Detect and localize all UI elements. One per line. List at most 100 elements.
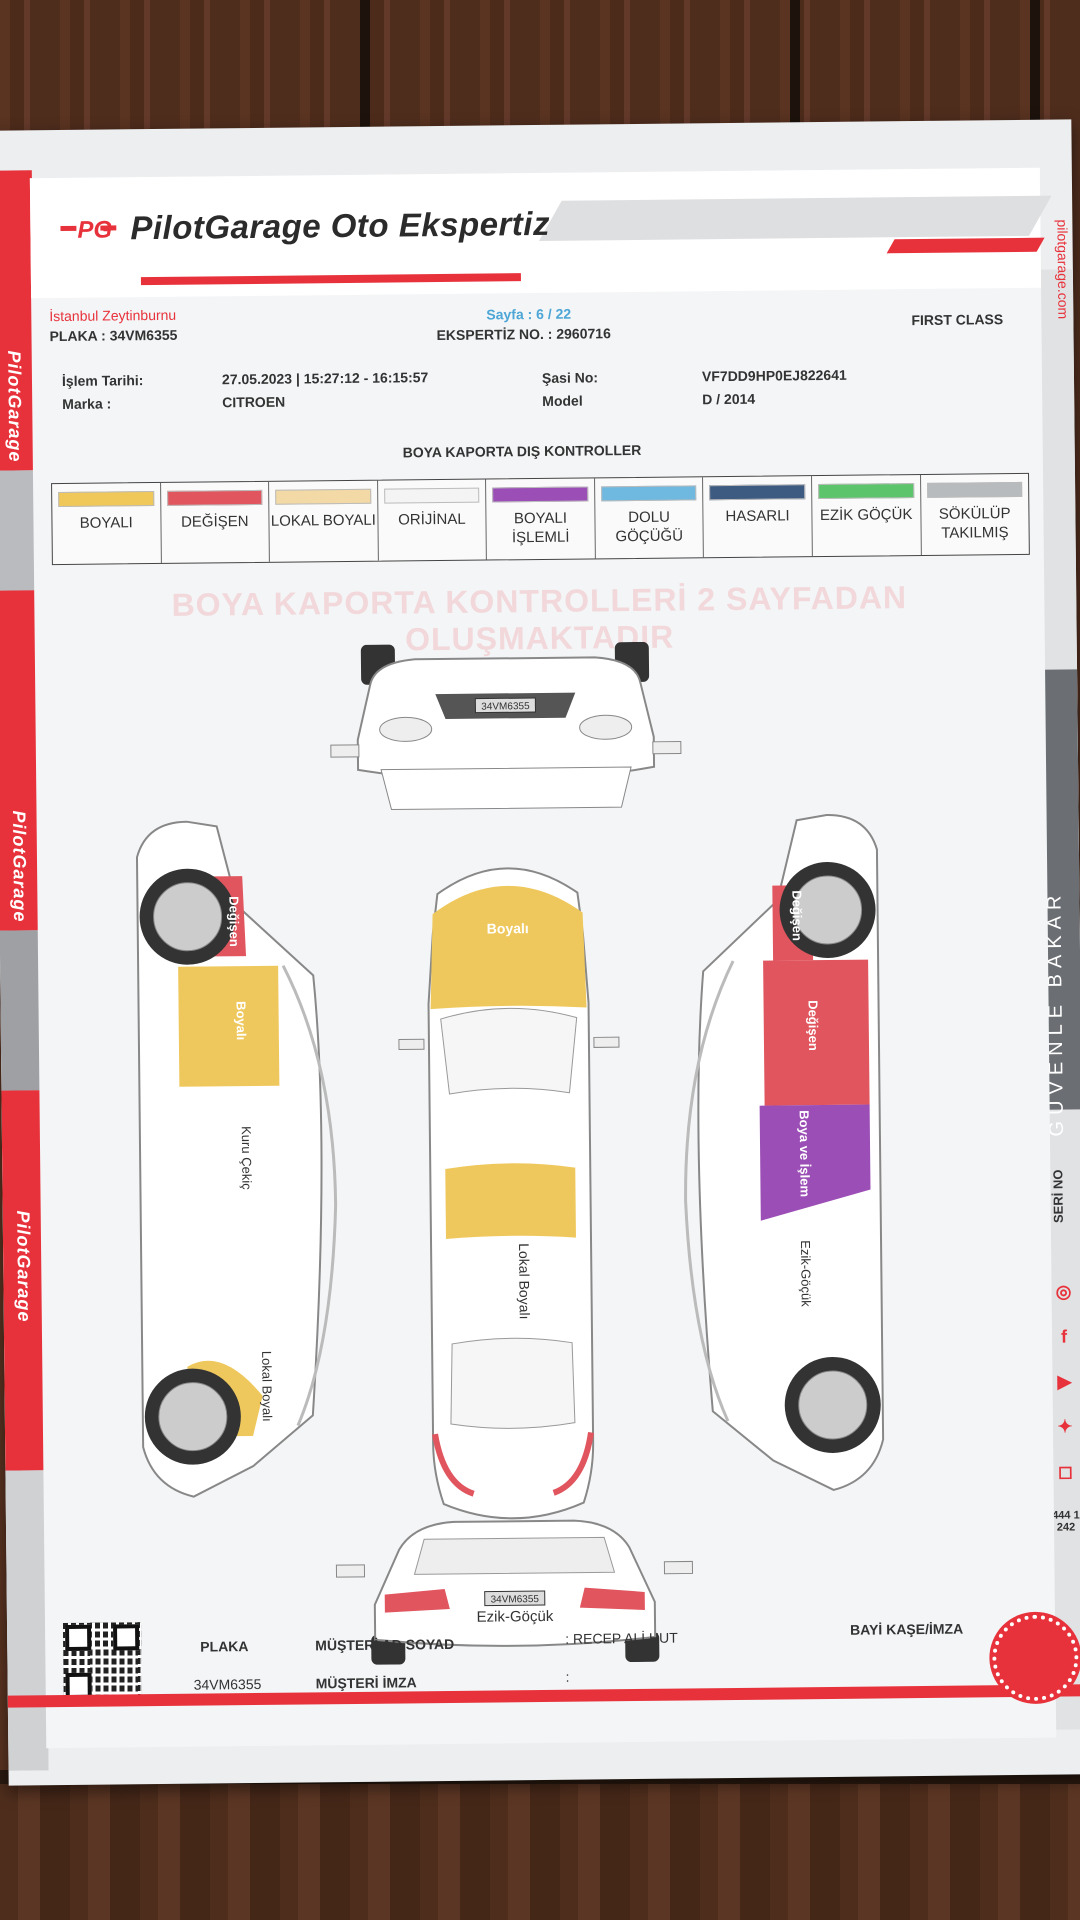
plank-gap (1030, 0, 1040, 150)
package-name: FIRST CLASS (911, 311, 1004, 329)
back-label: Ezik-Göçük (477, 1608, 554, 1626)
svg-text:PG: PG (77, 216, 112, 243)
seri-no-label: SERİ NO (1050, 1169, 1066, 1224)
sasi-label: Şasi No: (541, 369, 599, 386)
legend-label: ORİJİNAL (398, 510, 466, 529)
footer-plaka-label: PLAKA (200, 1638, 249, 1655)
legend-swatch (58, 491, 154, 508)
legend-item: ORİJİNAL (377, 479, 488, 561)
legend-item: DOLU GÖÇÜĞÜ (594, 477, 705, 559)
car-top-view: Boyalı Lokal Boyalı (398, 867, 620, 1520)
legend-swatch (818, 483, 914, 500)
brand-title: PilotGarage Oto Ekspertiz (130, 204, 551, 247)
report-header: PG PilotGarage Oto Ekspertiz (29, 167, 1052, 299)
left-front-label: Değişen (226, 896, 242, 947)
legend-label: DEĞİŞEN (180, 513, 249, 531)
left-rear-label: Kuru Çekiç (239, 1126, 255, 1190)
marka-value: CITROEN (222, 393, 286, 411)
facebook-icon: f (1060, 1326, 1068, 1347)
footer-bayi-label: BAYİ KAŞE/İMZA (850, 1620, 964, 1638)
left-door-boyali (178, 965, 280, 1087)
car-back-view: 34VM6355 Ezik-Göçük (335, 1519, 694, 1665)
legend-swatch (166, 489, 263, 506)
whatsapp-icon: ◎ (1055, 1281, 1072, 1302)
front-plate-text: 34VM6355 (481, 701, 530, 713)
vertical-brand-text: PilotGarage (8, 810, 31, 923)
vertical-brand-text: PilotGarage (4, 350, 26, 463)
islem-value: 27.05.2023 | 15:27:12 - 16:15:57 (221, 369, 429, 388)
model-label: Model (542, 392, 583, 409)
car-damage-diagram: 34VM6355 Boyalı Lokal Boyalı (135, 641, 885, 1665)
qr-code (62, 1622, 142, 1702)
right-rear-islemli (759, 1104, 871, 1221)
left-door-label: Boyalı (233, 1001, 248, 1040)
legend-swatch (275, 488, 371, 505)
model-value: D / 2014 (702, 390, 756, 408)
back-plate-text: 34VM6355 (491, 1594, 540, 1606)
pilotgarage-logo-icon: PG (60, 216, 117, 244)
legend-swatch (926, 481, 1023, 498)
islem-label: İşlem Tarihi: (61, 372, 144, 389)
header-red-accent (886, 237, 1045, 254)
legend-item: BOYALI (52, 482, 162, 565)
website-text: pilotgarage.com (1054, 219, 1072, 320)
legend-label: EZİK GÖÇÜK (819, 506, 913, 525)
right-door-label: Değişen (806, 1000, 822, 1051)
legend-item: HASARLI (703, 476, 813, 558)
instagram-icon: ◻ (1057, 1461, 1074, 1482)
legend-item: SÖKÜLÜP TAKILMIŞ (921, 474, 1029, 555)
report-paper: PilotGarage PilotGarage PilotGarage GÜVE… (0, 119, 1080, 1786)
footer-musteri-ad-label: MÜŞTERİ AD SOYAD (315, 1635, 455, 1654)
vertical-brand-text: PilotGarage (13, 1210, 35, 1323)
legend-swatch (600, 485, 697, 502)
marka-label: Marka : (62, 395, 112, 412)
twitter-icon: ✦ (1057, 1416, 1073, 1437)
right-front-label: Değişen (789, 890, 805, 941)
brand-logo: PG PilotGarage Oto Ekspertiz (60, 205, 550, 248)
car-left-side-view: Değişen Boyalı Kuru Çekiç Lokal Boyalı (135, 820, 338, 1498)
wood-table-bottom (0, 1770, 1080, 1920)
header-red-line (140, 273, 521, 286)
legend-swatch (709, 484, 806, 501)
plank-gap (360, 0, 370, 150)
section-title: BOYA KAPORTA DIŞ KONTROLLER (402, 441, 642, 461)
legend-swatch (383, 487, 480, 504)
sasi-value: VF7DD9HP0EJ822641 (701, 366, 847, 385)
legend-swatch (492, 486, 589, 503)
footer-musteri-imza-value: : (565, 1668, 570, 1685)
legend-item: DEĞİŞEN (160, 481, 271, 563)
youtube-icon: ▶ (1057, 1371, 1072, 1392)
header-decor (539, 195, 1052, 241)
legend-item: BOYALI İŞLEMLİ (486, 478, 596, 560)
legend-label: HASARLI (725, 507, 790, 526)
left-rear2-label: Lokal Boyalı (259, 1351, 275, 1422)
ekspertiz-no: EKSPERTİZ NO. : 2960716 (436, 325, 611, 344)
footer-musteri-ad-value: : RECEP ALİ HUT (565, 1629, 678, 1647)
footer-musteri-imza-label: MÜŞTERİ İMZA (315, 1674, 417, 1692)
hood-label: Boyalı (487, 920, 529, 936)
color-legend: BOYALI DEĞİŞEN LOKAL BOYALI ORİJİNAL BOYALI … (51, 472, 1030, 566)
car-front-view: 34VM6355 (330, 641, 682, 811)
car-right-side-view: Değişen Değişen Boya ve İşlem Ezik-Göçük (684, 813, 885, 1492)
plank-gap (790, 0, 800, 150)
legend-label: LOKAL BOYALI (270, 511, 376, 530)
legend-item: LOKAL BOYALI (269, 480, 379, 562)
report-sheet: PG PilotGarage Oto Ekspertiz İstanbul Ze… (29, 167, 1057, 1749)
page-number: Sayfa : 6 / 22 (486, 305, 572, 323)
legend-label: BOYALI (79, 514, 133, 532)
roof-center-label: Lokal Boyalı (516, 1243, 533, 1319)
top-roof-lokal-boyali (445, 1163, 576, 1240)
right-rear-label: Boya ve İşlem (797, 1110, 813, 1197)
hotline-number: 444 1 242 (1052, 1509, 1080, 1534)
legend-label: BOYALI İŞLEMLİ (511, 509, 570, 547)
plate-line: PLAKA : 34VM6355 (49, 326, 178, 345)
legend-item: EZİK GÖÇÜK (811, 474, 922, 557)
legend-label: DOLU GÖÇÜĞÜ (615, 508, 684, 546)
location-text: İstanbul Zeytinburnu (49, 306, 177, 325)
right-door-degisen (763, 959, 870, 1106)
top-hood-boyali (430, 885, 587, 1010)
footer-plaka-value: 34VM6355 (193, 1675, 262, 1693)
legend-label: SÖKÜLÜP TAKILMIŞ (938, 505, 1011, 542)
approval-seal-icon (991, 1614, 1079, 1702)
right-rear2-label: Ezik-Göçük (798, 1240, 814, 1307)
